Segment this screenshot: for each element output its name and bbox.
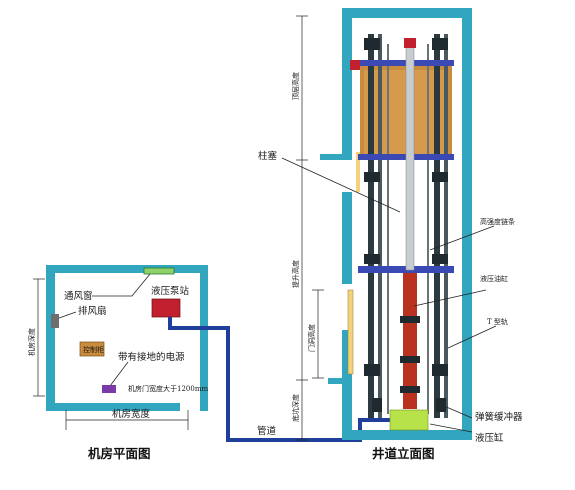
machine-room-floor: [55, 273, 200, 403]
t-rail-leader: [447, 325, 497, 349]
exhaust-fan-icon: [51, 314, 59, 328]
machine-room-door-opening: [180, 401, 200, 413]
grounded-power-label: 带有接地的电源: [118, 351, 185, 363]
pump-station-unit: [151, 298, 181, 318]
machine-room-plan: 通风窗 排风扇 液压泵站 控制柜 带有接地的电源 机房门宽度大于1200mm 机…: [27, 265, 208, 461]
lower-door: [347, 289, 354, 375]
plunger: [405, 39, 415, 271]
oil-pipeline: [168, 317, 392, 442]
top-height-label: 顶层高度: [291, 72, 300, 100]
exhaust-fan-label: 排风扇: [78, 305, 107, 317]
plunger-leader: [281, 157, 401, 213]
door-height-label: 门洞高度: [307, 324, 316, 352]
chain-label: 高强度链条: [480, 217, 515, 226]
chain-leader: [429, 225, 495, 251]
grounded-power-socket: [102, 385, 116, 393]
buffer-left: [372, 398, 382, 412]
cylinder-label-leader: [413, 289, 487, 307]
vent-window-leader: [92, 273, 151, 297]
machine-room-title: 机房平面图: [88, 446, 151, 461]
room-depth-label: 机房深度: [27, 328, 36, 356]
exhaust-fan-leader: [58, 311, 77, 319]
control-cabinet: [79, 341, 105, 357]
t-rail-label: T 型轨: [487, 317, 508, 326]
hydraulic-cylinder: [403, 273, 417, 409]
lower-landing: [328, 378, 352, 384]
hydraulic-cylinder-label: 液压油缸: [480, 274, 508, 283]
pump-station-label: 液压泵站: [151, 285, 190, 297]
vent-window-label: 通风窗: [64, 290, 93, 302]
cylinder-base: [389, 409, 429, 431]
t-rail-right-outer: [444, 34, 448, 418]
buffer-leader: [443, 405, 473, 419]
vent-window: [143, 267, 175, 275]
upper-landing: [320, 154, 352, 160]
pit-depth-label: 底坑深度: [291, 394, 300, 422]
guide-shoes: [364, 38, 448, 376]
lift-height-label: 提升高度: [291, 260, 300, 288]
shaft-elevation: 柱塞 高强度链条 液压油缸 T 型轨 弹簧缓冲器 液压缸 顶层高度 提升高度 底…: [258, 8, 523, 461]
pipeline-label: 管道: [257, 425, 277, 437]
t-rail-left-inner: [368, 34, 374, 418]
t-rail-right-inner: [434, 34, 440, 418]
grounded-power-leader: [109, 361, 129, 387]
control-cabinet-label: 控制柜: [83, 345, 104, 354]
plunger-label: 柱塞: [258, 150, 278, 162]
door-width-note: 机房门宽度大于1200mm: [128, 384, 208, 393]
buffer-label: 弹簧缓冲器: [475, 411, 523, 423]
shaft-title: 井道立面图: [372, 446, 435, 461]
room-width-label: 机房宽度: [112, 408, 151, 420]
buffer-right: [436, 398, 446, 412]
cylinder-base-label: 液压缸: [475, 432, 504, 444]
cylinder-base-leader: [429, 423, 473, 433]
t-rail-left-outer: [378, 34, 382, 418]
